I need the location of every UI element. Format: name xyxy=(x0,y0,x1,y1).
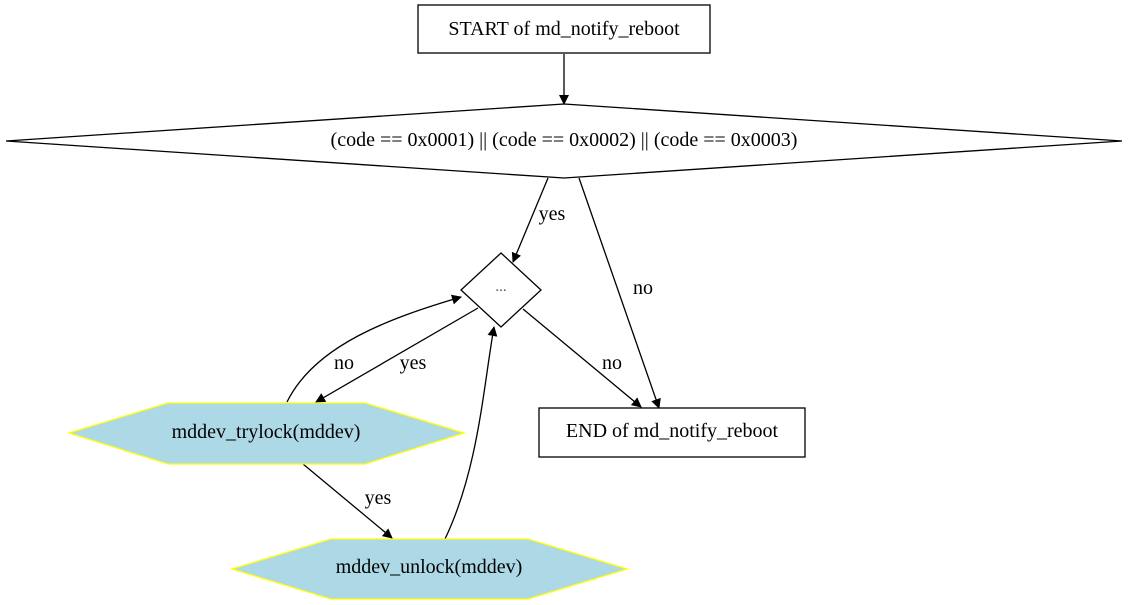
trylock-hexagon xyxy=(66,402,467,465)
edge-unlock-to-loop xyxy=(444,326,498,540)
edge-label-loop-to-end: no xyxy=(602,352,622,374)
trylock-label: mddev_trylock(mddev) xyxy=(172,421,361,443)
edge-trylock-to-loop xyxy=(286,294,462,403)
start-box xyxy=(417,4,711,54)
node-end: END of md_notify_reboot xyxy=(538,407,806,458)
edge-loop-to-trylock xyxy=(315,307,479,403)
unlock-hexagon xyxy=(229,538,630,600)
edges: yes no no yes no yes xyxy=(286,54,661,540)
edge-label-condition-to-loop: yes xyxy=(539,203,566,225)
condition-diamond xyxy=(5,103,1123,179)
edge-label-loop-to-trylock: yes xyxy=(400,352,427,374)
end-box xyxy=(538,407,806,458)
node-unlock: mddev_unlock(mddev) xyxy=(229,538,630,600)
unlock-label: mddev_unlock(mddev) xyxy=(336,556,523,578)
edge-label-trylock-to-unlock: yes xyxy=(365,487,392,509)
edge-loop-to-end xyxy=(522,308,642,408)
start-label: START of md_notify_reboot xyxy=(448,18,680,40)
node-loop: ... xyxy=(460,252,542,328)
condition-label: (code == 0x0001) || (code == 0x0002) || … xyxy=(331,129,798,151)
edge-label-trylock-to-loop: no xyxy=(334,352,354,374)
node-start: START of md_notify_reboot xyxy=(417,4,711,54)
node-trylock: mddev_trylock(mddev) xyxy=(66,402,467,465)
loop-diamond xyxy=(460,252,542,328)
end-label: END of md_notify_reboot xyxy=(566,420,779,442)
edge-trylock-to-unlock xyxy=(302,463,393,539)
edge-condition-to-end xyxy=(578,177,661,409)
loop-label: ... xyxy=(495,279,506,295)
edge-label-condition-to-end: no xyxy=(633,277,653,299)
edge-condition-to-loop xyxy=(511,177,549,263)
node-condition: (code == 0x0001) || (code == 0x0002) || … xyxy=(5,103,1123,179)
